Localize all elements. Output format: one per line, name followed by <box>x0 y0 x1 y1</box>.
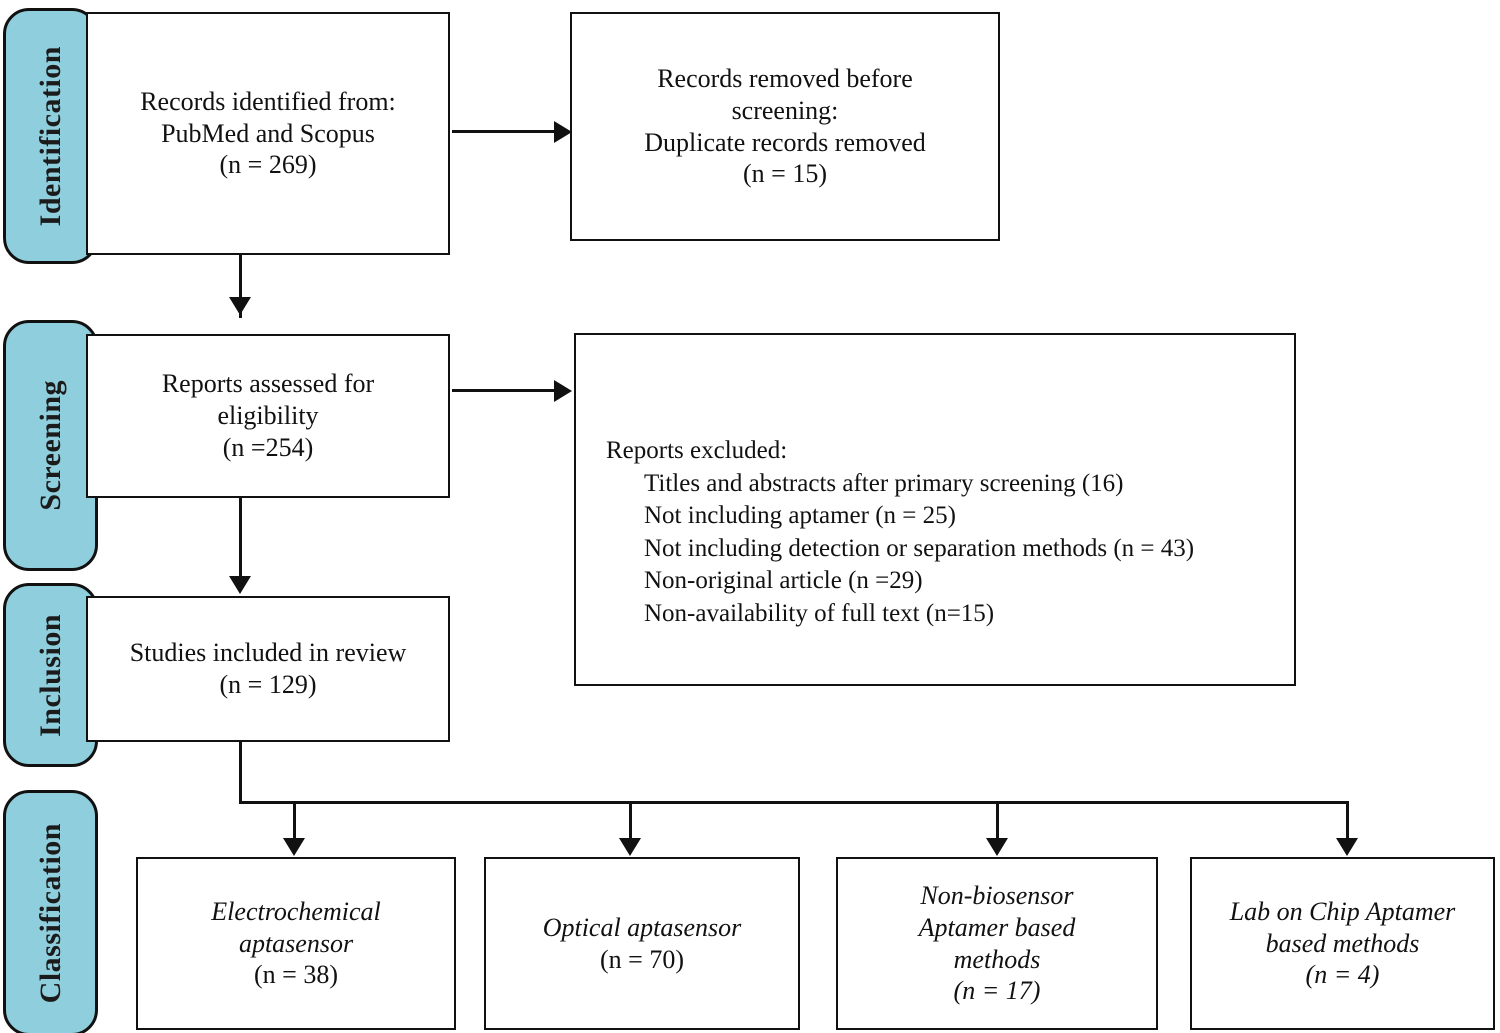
box-classification-lab-on-chip-text: Lab on Chip Aptamer based methods (n = 4… <box>1220 896 1466 991</box>
box-studies-included-text: Studies included in review (n = 129) <box>120 637 417 700</box>
connector-assessed-to-excluded <box>452 389 554 392</box>
records-identified-line-1: Records identified from: <box>140 86 396 116</box>
records-removed-line-4: (n = 15) <box>743 159 827 189</box>
reports-excluded-item-5: Non-availability of full text (n=15) <box>644 599 995 627</box>
reports-excluded-item-1: Titles and abstracts after primary scree… <box>644 469 1124 497</box>
connector-classification-bus <box>239 801 1349 804</box>
arrowhead-bus-to-optical <box>619 838 641 856</box>
stage-tab-identification-label: Identification <box>33 45 67 227</box>
box-reports-excluded: Reports excluded: Titles and abstracts a… <box>574 333 1296 686</box>
arrowhead-identified-to-assessed <box>229 297 251 315</box>
arrowhead-assessed-to-included <box>229 576 251 594</box>
connector-bus-to-electrochemical <box>293 801 296 841</box>
records-removed-line-1: Records removed before <box>657 64 913 94</box>
classification-electrochemical-count: (n = 38) <box>254 960 338 990</box>
box-reports-assessed-text: Reports assessed for eligibility (n =254… <box>152 368 384 463</box>
reports-assessed-line-3: (n =254) <box>222 432 314 462</box>
classification-electrochemical-title-1: Electrochemical <box>211 896 381 926</box>
classification-electrochemical-title-2: aptasensor <box>238 928 354 958</box>
box-classification-electrochemical: Electrochemical aptasensor (n = 38) <box>136 857 456 1030</box>
arrowhead-identified-to-removed <box>554 121 572 143</box>
classification-lab-on-chip-title-1: Lab on Chip Aptamer <box>1229 896 1456 926</box>
classification-non-biosensor-title-3: methods <box>953 944 1041 974</box>
studies-included-line-2: (n = 129) <box>219 670 317 699</box>
box-records-identified-text: Records identified from: PubMed and Scop… <box>130 86 406 181</box>
reports-assessed-line-2: eligibility <box>217 401 319 431</box>
stage-tab-inclusion-label: Inclusion <box>33 613 67 737</box>
stage-tab-screening-label: Screening <box>33 380 67 511</box>
reports-excluded-item-4: Non-original article (n =29) <box>644 567 923 594</box>
stage-tab-screening: Screening <box>3 320 98 571</box>
arrowhead-bus-to-lab-on-chip <box>1336 838 1358 856</box>
reports-excluded-item-2: Not including aptamer (n = 25) <box>644 502 956 529</box>
connector-bus-to-lab-on-chip <box>1346 801 1349 841</box>
stage-tab-classification-label: Classification <box>33 822 67 1004</box>
box-classification-optical: Optical aptasensor (n = 70) <box>484 857 800 1030</box>
connector-identified-to-assessed <box>239 255 242 318</box>
box-reports-assessed: Reports assessed for eligibility (n =254… <box>86 334 450 498</box>
stage-tab-identification: Identification <box>3 8 98 264</box>
classification-optical-count: (n = 70) <box>600 944 684 974</box>
connector-bus-to-optical <box>629 801 632 841</box>
records-identified-line-3: (n = 269) <box>219 150 317 180</box>
connector-bus-to-non-biosensor <box>996 801 999 841</box>
box-studies-included: Studies included in review (n = 129) <box>86 596 450 742</box>
box-records-identified: Records identified from: PubMed and Scop… <box>86 12 450 255</box>
classification-non-biosensor-title-1: Non-biosensor <box>920 881 1074 911</box>
reports-excluded-heading: Reports excluded: <box>606 437 788 464</box>
classification-optical-title-1: Optical aptasensor <box>542 912 742 942</box>
box-records-removed: Records removed before screening: Duplic… <box>570 12 1000 241</box>
classification-lab-on-chip-count: (n = 4) <box>1305 960 1380 990</box>
classification-non-biosensor-count: (n = 17) <box>953 976 1041 1006</box>
arrowhead-bus-to-non-biosensor <box>986 838 1008 856</box>
reports-assessed-line-1: Reports assessed for <box>161 369 375 399</box>
box-classification-lab-on-chip: Lab on Chip Aptamer based methods (n = 4… <box>1190 857 1495 1030</box>
box-reports-excluded-text: Reports excluded: Titles and abstracts a… <box>606 435 1194 630</box>
stage-tab-classification: Classification <box>3 790 98 1033</box>
connector-assessed-to-included <box>239 498 242 578</box>
connector-identified-to-removed <box>452 130 554 133</box>
stage-tab-inclusion: Inclusion <box>3 583 98 767</box>
box-classification-non-biosensor-text: Non-biosensor Aptamer based methods (n =… <box>909 880 1086 1007</box>
studies-included-line-1: Studies included in review <box>129 638 407 668</box>
classification-lab-on-chip-title-2: based methods <box>1265 928 1420 958</box>
classification-non-biosensor-title-2: Aptamer based <box>918 912 1076 942</box>
arrowhead-assessed-to-excluded <box>554 380 572 402</box>
box-classification-non-biosensor: Non-biosensor Aptamer based methods (n =… <box>836 857 1158 1030</box>
arrowhead-bus-to-electrochemical <box>283 838 305 856</box>
connector-included-drop <box>239 742 242 804</box>
box-records-removed-text: Records removed before screening: Duplic… <box>634 63 936 190</box>
box-classification-optical-text: Optical aptasensor (n = 70) <box>533 912 752 975</box>
records-identified-line-2: PubMed and Scopus <box>161 118 375 148</box>
records-removed-line-2: screening: <box>731 95 839 125</box>
reports-excluded-item-3: Not including detection or separation me… <box>644 534 1195 562</box>
box-classification-electrochemical-text: Electrochemical aptasensor (n = 38) <box>201 896 390 991</box>
records-removed-line-3: Duplicate records removed <box>644 127 926 157</box>
